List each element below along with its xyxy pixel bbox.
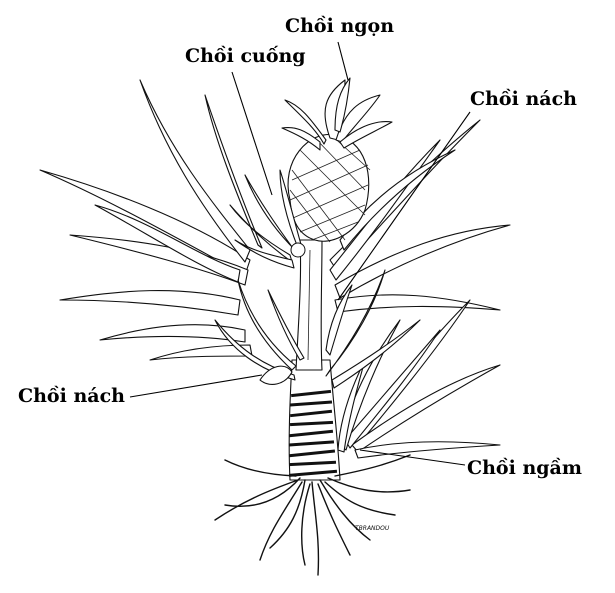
label-axil-shoot-right: Chồi nách: [470, 88, 577, 110]
pointer-ground-sucker: [359, 449, 466, 466]
leader-lines: [129, 41, 471, 466]
pointer-stalk-shoot: [231, 71, 273, 196]
label-stalk-shoot: Chồi cuống: [185, 45, 306, 67]
pineapple-fruit: [287, 133, 371, 243]
leaf-foreground-right: [325, 269, 421, 389]
pointer-axil-shoot-right: [337, 111, 471, 301]
leaf-foreground-left: [214, 279, 305, 385]
label-top-shoot: Chồi ngọn: [285, 15, 395, 37]
leaf-fan-right: [329, 119, 511, 313]
stalk-slip-leaves: [229, 169, 306, 269]
fruit-stalk: [295, 239, 323, 371]
artist-signature: TBRANDOU: [355, 525, 390, 532]
label-axil-shoot-left: Chồi nách: [18, 385, 125, 407]
pointer-axil-shoot-left: [129, 374, 263, 398]
roots: [214, 454, 411, 576]
pointer-top-shoot: [337, 41, 349, 81]
ground-sucker-leaves: [337, 299, 501, 459]
leaf-fan-left: [39, 79, 263, 361]
label-ground-sucker: Chồi ngầm: [467, 457, 582, 479]
pineapple-crown: [281, 77, 393, 151]
pineapple-stem: [288, 359, 341, 481]
